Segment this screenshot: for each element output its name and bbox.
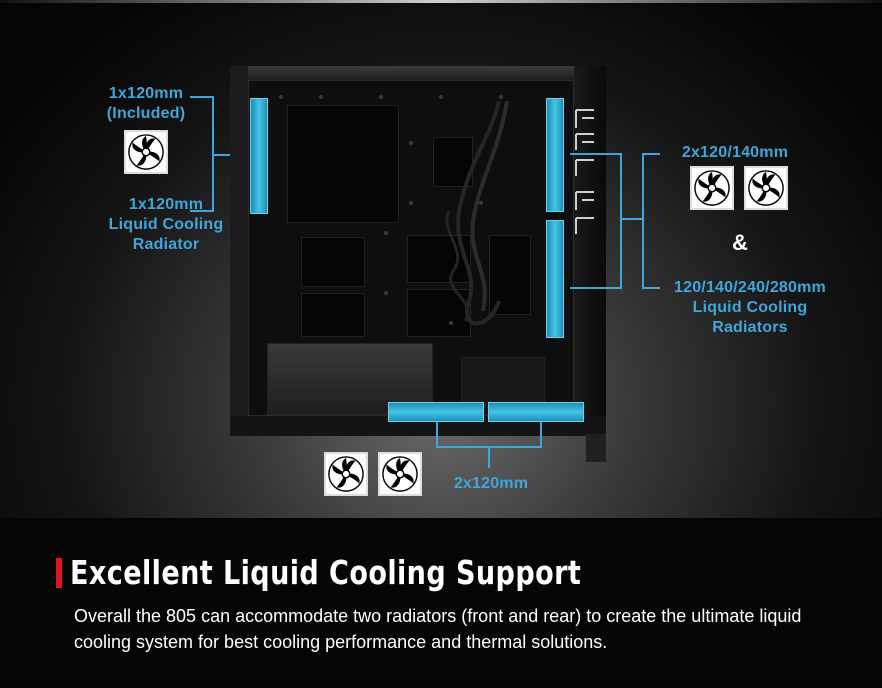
- tray-cutout: [301, 293, 365, 337]
- description-section: [0, 518, 882, 688]
- right-bracket-line: [642, 153, 660, 155]
- pc-case: [230, 66, 606, 462]
- bottom-bracket-line: [488, 446, 490, 468]
- tray-hole: [384, 291, 388, 295]
- fan-blades: [694, 170, 730, 206]
- right-bracket-line: [570, 153, 622, 155]
- fan-icon: [124, 130, 168, 174]
- right-bracket-line: [642, 287, 660, 289]
- fan-blades: [128, 134, 164, 170]
- bottom-radiator-left: [388, 402, 484, 422]
- case-frame-top: [230, 66, 606, 82]
- tray-hole: [479, 201, 483, 205]
- fan-icon: [690, 166, 734, 210]
- front-radiator-label: 120/140/240/280mm Liquid Cooling Radiato…: [674, 279, 826, 336]
- fan-icon: [324, 452, 368, 496]
- case-frame-right: [574, 66, 606, 432]
- bottom-radiator-right: [488, 402, 584, 422]
- tray-hole: [319, 95, 323, 99]
- tray-hole: [499, 95, 503, 99]
- fan-icon: [744, 166, 788, 210]
- tray-hole: [384, 231, 388, 235]
- bottom-fan-label: 2x120mm: [453, 475, 529, 492]
- right-bracket-line: [620, 153, 622, 289]
- case-logo-strip: [575, 109, 594, 234]
- cpu-cutout: [287, 105, 399, 223]
- bottom-bracket-line: [436, 422, 438, 448]
- tray-hole: [279, 95, 283, 99]
- ampersand: &: [732, 230, 748, 255]
- hero-image: 1x120mm (Included) 1x120mm Liquid Coolin…: [0, 0, 882, 518]
- tray-hole: [409, 141, 413, 145]
- headline: Excellent Liquid Cooling Support: [70, 553, 582, 592]
- tray-hole: [379, 95, 383, 99]
- front-fan-label: 2x120/140mm: [681, 144, 789, 161]
- rear-radiator-label: 1x120mm Liquid Cooling Radiator: [108, 196, 224, 253]
- tray-cutout: [407, 235, 471, 283]
- headline-accent-bar: [56, 558, 62, 588]
- fan-blades: [382, 456, 418, 492]
- fan-icon: [378, 452, 422, 496]
- cable-bundle: [445, 101, 509, 326]
- tray-hole: [449, 321, 453, 325]
- case-frame-left: [230, 66, 248, 432]
- tray-cutout: [301, 237, 365, 287]
- tray-hole: [439, 95, 443, 99]
- front-radiator-top: [546, 98, 564, 212]
- right-bracket-line: [642, 153, 644, 289]
- case-foot: [586, 434, 606, 462]
- fan-blades: [328, 456, 364, 492]
- fan-blades: [748, 170, 784, 206]
- rear-radiator: [250, 98, 268, 214]
- right-bracket-line: [620, 218, 642, 220]
- bottom-bracket-line: [540, 422, 542, 448]
- front-radiator-bottom: [546, 220, 564, 338]
- rear-fan-label: 1x120mm (Included): [106, 85, 186, 122]
- left-bracket-line: [190, 210, 212, 212]
- description-text: Overall the 805 can accommodate two radi…: [74, 606, 802, 652]
- left-bracket-line: [190, 96, 212, 98]
- motherboard-tray: [248, 80, 574, 416]
- tray-cutout: [489, 235, 531, 315]
- right-bracket-line: [570, 287, 622, 289]
- tray-hole: [409, 201, 413, 205]
